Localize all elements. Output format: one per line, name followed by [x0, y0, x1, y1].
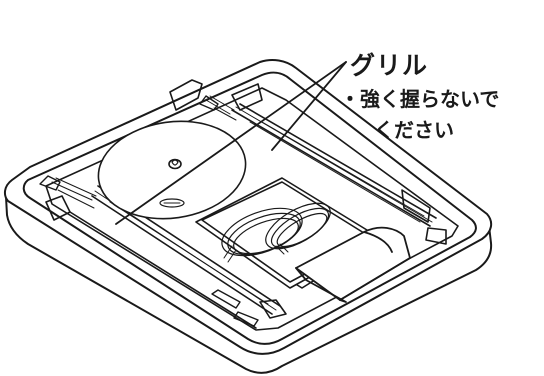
callout-note-line1: ・強く握らないで	[340, 87, 500, 111]
callout-part-name: グリル	[350, 51, 429, 80]
turntable-plate	[97, 120, 247, 220]
foam-block	[295, 226, 411, 303]
power-cord-coil	[221, 202, 331, 263]
grill-rod-near	[69, 185, 281, 329]
callout-leader-lines	[115, 61, 347, 225]
grill-rod-far	[231, 103, 437, 227]
grill-end-cap	[39, 95, 259, 327]
callout-note-line2: ください	[374, 118, 454, 142]
callout-note: ・強く握らないで ください	[340, 84, 499, 146]
